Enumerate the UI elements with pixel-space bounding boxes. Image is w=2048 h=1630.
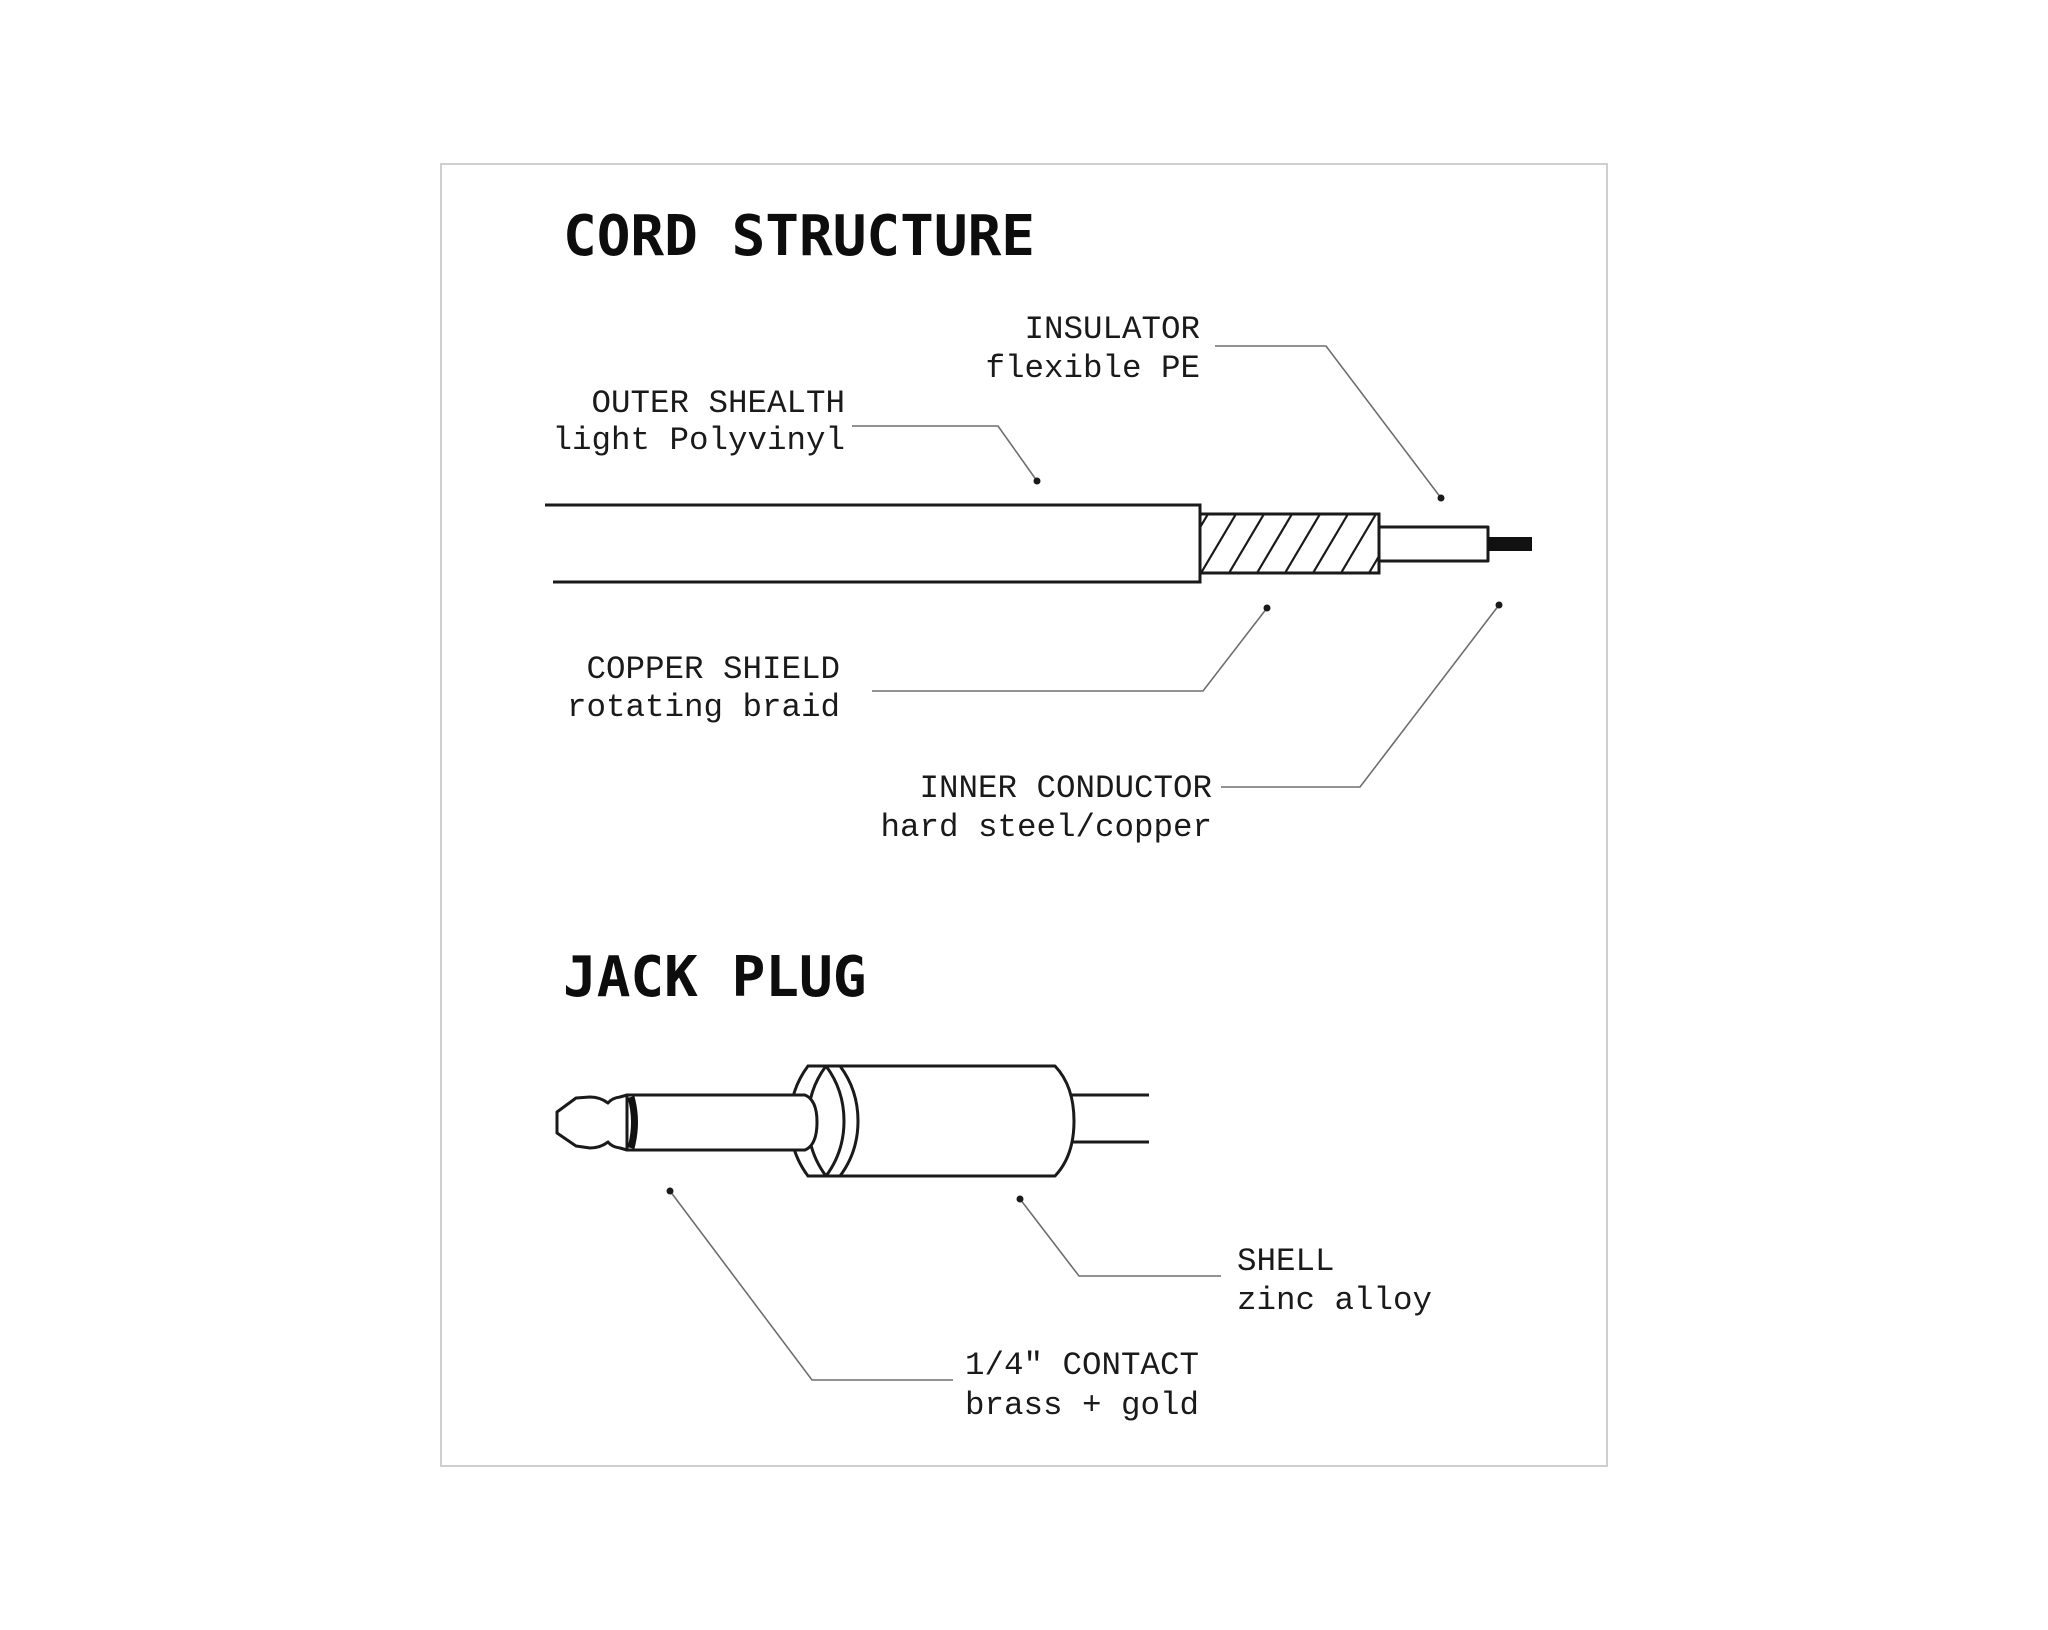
insulator-shape [1377,525,1490,563]
callout-shell: SHELL zinc alloy [1016,1195,1432,1319]
callout-copper-shield: COPPER SHIELD rotating braid [567,604,1271,726]
contact-ring [627,1096,638,1149]
copper-shield-leader-line [872,607,1268,692]
outer-sheath-shape [545,503,1202,584]
braid-hatch-line [1228,514,1265,573]
contact-material: brass + gold [965,1387,1199,1424]
insulator-name: INSULATOR [1024,311,1200,348]
inner-conductor-leader-line [1221,604,1500,788]
contact-pointer-dot [666,1187,674,1195]
shell-name: SHELL [1237,1243,1335,1280]
callout-outer-sheath: OUTER SHEALTH light Polyvinyl [552,385,1041,485]
braid-hatch-line [1200,514,1209,530]
outer-sheath-material: light Polyvinyl [552,422,845,459]
diagram-frame [440,163,1608,1467]
collar-ring-1 [824,1065,846,1177]
shell-body [806,1064,1076,1178]
braid-hatch-line [1368,553,1379,573]
outer-sheath-leader-line [852,425,1038,482]
outer-sheath-name: OUTER SHEALTH [591,385,845,422]
cord-structure-section: CORD STRUCTURE [545,204,1532,846]
callout-inner-conductor: INNER CONDUCTOR hard steel/copper [880,601,1503,846]
outer-sheath-pointer-dot [1033,477,1041,485]
inner-conductor-material: hard steel/copper [880,809,1212,846]
collar-ring-2 [838,1065,860,1177]
shell-material: zinc alloy [1237,1282,1432,1319]
insulator-leader-line [1215,345,1442,499]
copper-shield-material: rotating braid [567,689,840,726]
inner-conductor-pointer-dot [1495,601,1503,609]
insulator-pointer-dot [1437,494,1445,502]
braid-hatch-line [1312,514,1349,573]
shell-pointer-dot [1016,1195,1024,1203]
inner-conductor-name: INNER CONDUCTOR [919,770,1212,807]
copper-shield-shape [1198,512,1381,575]
braid-hatch-line [1284,514,1321,573]
copper-shield-name: COPPER SHIELD [586,651,840,688]
jack-plug-section: JACK PLUG SHELL zinc alloy [555,945,1432,1424]
plug-shaft [625,1093,819,1152]
braid-hatch-line [1340,514,1377,573]
callout-contact: 1/4″ CONTACT brass + gold [666,1187,1199,1424]
jack-plug-illustration [555,1064,1149,1178]
shell-leader-line [1019,1198,1221,1277]
contact-leader-line [669,1190,953,1381]
braid-hatch-line [1200,514,1237,573]
copper-shield-pointer-dot [1263,604,1271,612]
cable-illustration [545,503,1532,584]
jack-plug-title: JACK PLUG [563,945,866,1010]
callout-insulator: INSULATOR flexible PE [985,311,1445,502]
plug-tip [555,1093,629,1152]
cord-structure-title: CORD STRUCTURE [563,204,1035,269]
contact-name: 1/4″ CONTACT [965,1347,1199,1384]
braid-hatch-line [1256,514,1293,573]
inner-conductor-shape [1488,537,1532,551]
insulator-material: flexible PE [985,350,1200,387]
braid-hatching [1200,514,1379,573]
